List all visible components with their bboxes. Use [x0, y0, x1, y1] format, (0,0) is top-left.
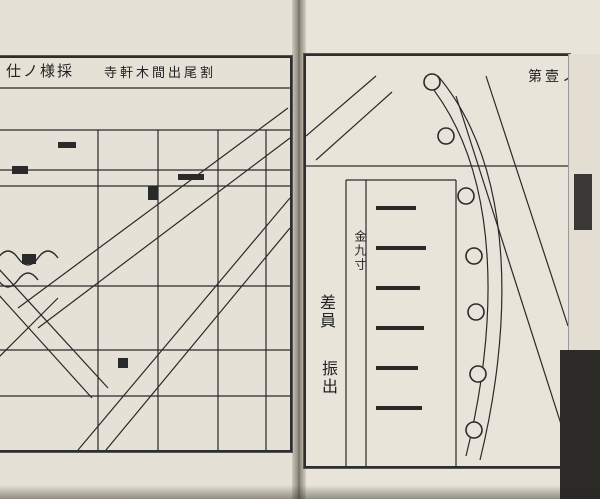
binding-strip	[560, 350, 600, 499]
right-diagram-lines	[306, 73, 568, 466]
page-shadow	[0, 485, 600, 499]
right-diagram-plate	[304, 54, 570, 468]
right-measure-label: 金九寸	[353, 230, 367, 272]
right-side-label-mid: 振出	[319, 360, 338, 396]
left-diagram-lines	[0, 87, 290, 450]
left-page-subheader: 寺軒木間出尾割	[104, 66, 217, 81]
book-gutter	[292, 0, 306, 499]
right-page	[301, 0, 600, 499]
left-diagram-plate	[0, 56, 292, 452]
right-side-label-left: 差員	[317, 294, 336, 330]
left-page-header: 仕ノ様採	[6, 62, 75, 80]
left-page	[0, 0, 298, 499]
next-page-mark	[574, 174, 592, 230]
